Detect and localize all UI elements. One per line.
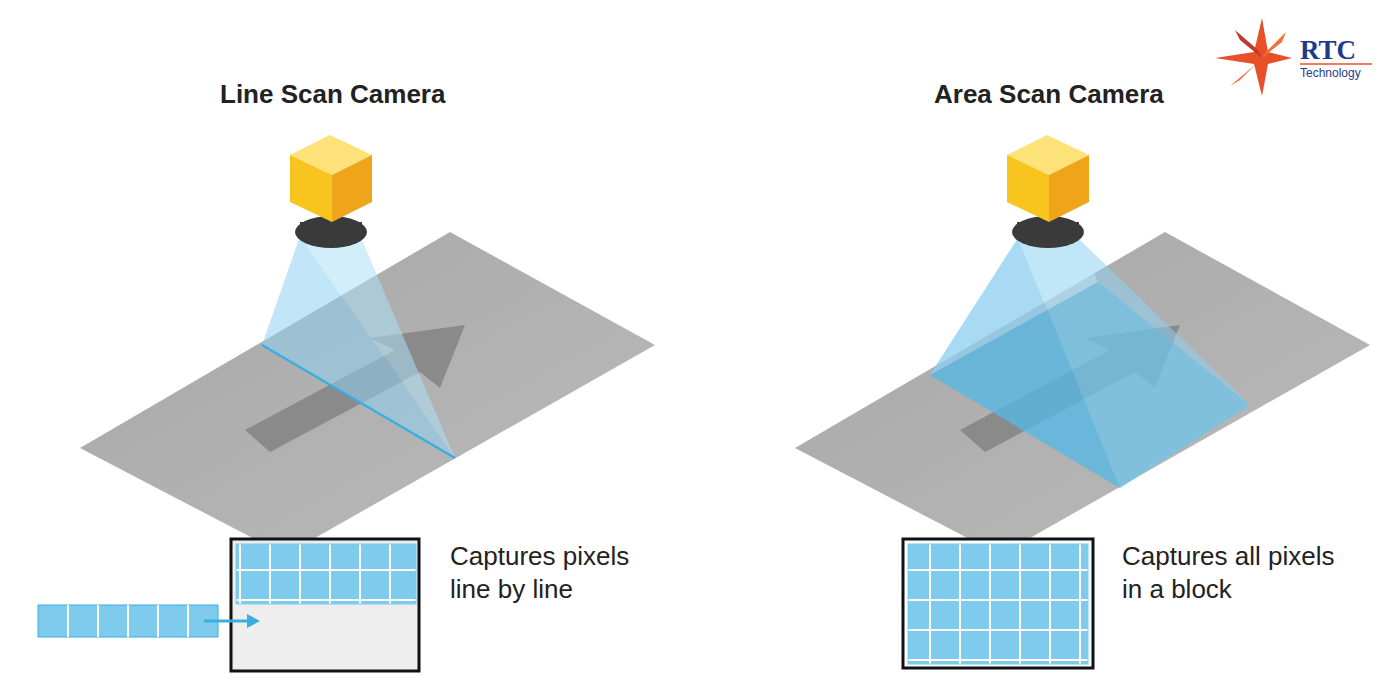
camera-lens <box>300 222 362 234</box>
light-cone <box>300 236 455 458</box>
pixel-line <box>38 605 218 637</box>
caption-text: Captures pixels line by line <box>450 540 650 605</box>
sensor-frame <box>903 539 1093 668</box>
light-cone <box>262 236 455 458</box>
conveyor-belt <box>795 232 1370 555</box>
heading: Line Scan Camera <box>220 78 445 111</box>
pixel-line-dividers <box>68 605 188 637</box>
feed-arrow <box>204 620 250 623</box>
camera-body <box>290 155 332 222</box>
logo-subtext: Technology <box>1300 66 1361 81</box>
feed-arrow <box>247 614 260 628</box>
pixel-block <box>908 544 1088 664</box>
camera-body <box>1007 155 1049 222</box>
line-scan-scene <box>38 135 655 671</box>
area-scan-scene <box>795 135 1370 668</box>
camera-body <box>1049 155 1089 222</box>
sensor-frame <box>231 539 419 671</box>
heading: Area Scan Camera <box>934 78 1164 111</box>
camera-body <box>332 155 372 222</box>
scan-line <box>262 345 455 458</box>
caption-text: Captures all pixels in a block <box>1122 540 1336 605</box>
conveyor-belt <box>80 232 655 555</box>
camera-lens <box>1017 222 1079 234</box>
pixel-rows <box>236 544 416 604</box>
field-of-view <box>930 282 1250 488</box>
logo-text: RTC <box>1300 34 1356 68</box>
logo-star <box>1215 18 1292 96</box>
